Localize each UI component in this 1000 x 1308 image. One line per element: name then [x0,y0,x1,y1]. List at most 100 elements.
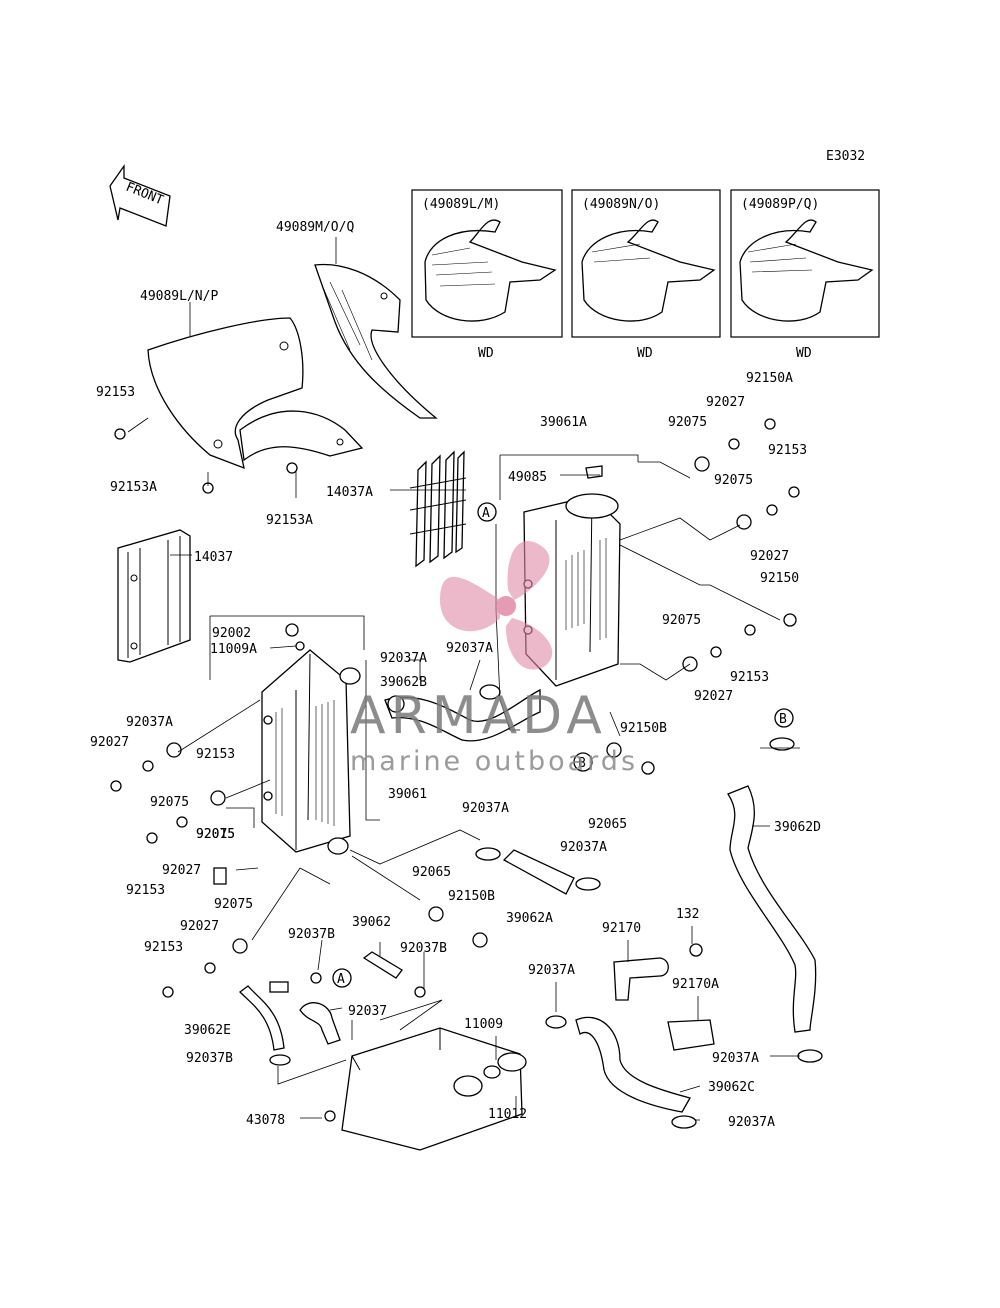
hose-39062A [502,849,575,895]
front-arrow-icon: FRONT [109,163,171,227]
part-label: 92037A [528,963,575,978]
watermark-brand: ARMADA [350,686,607,746]
part-label: 92037B [186,1051,233,1066]
watermark-tagline: marine outboards [350,746,638,777]
radiator-left [261,649,361,855]
part-label: 92037A [446,641,493,656]
louver-14037A [409,450,467,568]
callout-b-1: B [774,708,794,728]
svg-text:(49089N/O): (49089N/O) [582,197,660,212]
part-label: 43078 [246,1113,285,1128]
part-label: 92150 [760,571,799,586]
part-label: 92037 [348,1004,387,1019]
part-label: 39061A [540,415,587,430]
part-label: 92027 [90,735,129,750]
hose-39062C [575,1016,691,1113]
part-label: 92037A [560,840,607,855]
part-label: 92037A [380,651,427,666]
part-label: 92153 [730,670,769,685]
shroud-right [314,263,438,419]
part-label: 92153 [768,443,807,458]
part-label: 49089L/N/P [140,289,218,304]
svg-text:A: A [337,972,345,987]
svg-text:WD: WD [796,346,812,361]
part-label: 92153 [126,883,165,898]
svg-text:B: B [779,712,787,727]
part-label: 92153 [144,940,183,955]
part-label: 49089M/O/Q [276,220,354,235]
variant-box-1: (49089L/M) WD [411,189,563,361]
callout-b-2: B [573,752,593,772]
part-label: 39062B [380,675,427,690]
svg-text:WD: WD [637,346,653,361]
louver-14037 [117,529,191,663]
part-label: 92075 [196,827,235,842]
part-label: 92065 [412,865,451,880]
hose-39062 [362,951,403,979]
hose-39062D [727,785,817,1033]
part-label: 39062C [708,1080,755,1095]
part-label: 39062 [352,915,391,930]
part-label: 92002 [212,626,251,641]
part-label: 14037 [194,550,233,565]
callout-a-2: A [332,968,352,988]
part-label: 92150B [448,889,495,904]
part-label: 92037A [728,1115,775,1130]
part-label: 92027 [706,395,745,410]
part-label: 49085 [508,470,547,485]
svg-text:A: A [482,506,490,521]
part-label: 39062D [774,820,821,835]
part-label: 92075 [668,415,707,430]
variant-box-3: (49089P/Q) WD [730,189,880,361]
part-label: 92037A [462,801,509,816]
part-label: 92027 [694,689,733,704]
propeller-logo-icon [440,541,553,670]
part-label: 92150A [746,371,793,386]
part-label: 14037A [326,485,373,500]
part-label: 132 [676,907,699,922]
part-label: 92027 [162,863,201,878]
part-labels: 49089M/O/Q49089L/N/P9215392153A92153A140… [90,220,821,1130]
part-label: 92015 [196,827,235,842]
part-label: 92075 [662,613,701,628]
watermark: ARMADA marine outboards [350,541,638,777]
hardware [110,418,823,1129]
tank-cap [483,1052,527,1079]
part-label: 92075 [214,897,253,912]
part-label: 92170 [602,921,641,936]
part-label: 92037B [400,941,447,956]
svg-text:WD: WD [478,346,494,361]
part-label: 11009 [464,1017,503,1032]
part-label: 92037A [712,1051,759,1066]
part-label: 92153 [96,385,135,400]
reservoir-tank [324,1027,523,1151]
part-label: 39061 [388,787,427,802]
part-label: 92027 [750,549,789,564]
hose-39062E [239,981,289,1051]
hose-39062B [384,688,541,742]
radiator-right [523,493,621,687]
part-label: 92153A [266,513,313,528]
svg-text:B: B [578,756,586,771]
part-label: 92075 [714,473,753,488]
part-label: 39062A [506,911,553,926]
part-label: 92037B [288,927,335,942]
part-label: 92027 [180,919,219,934]
part-label: 92037A [126,715,173,730]
svg-text:(49089P/Q): (49089P/Q) [741,197,819,212]
part-label: 92150B [620,721,667,736]
bracket-92170 [613,957,715,1051]
variant-box-2: (49089N/O) WD [571,189,721,361]
clamp-92037 [299,1002,341,1045]
svg-text:(49089L/M): (49089L/M) [422,197,500,212]
part-label: 92075 [150,795,189,810]
part-label: 92153 [196,747,235,762]
leader-lines [127,237,800,1121]
callout-a-1: A [477,502,497,522]
part-label: 11009A [210,642,257,657]
part-label: 11012 [488,1107,527,1122]
part-label: 39062E [184,1023,231,1038]
shroud-left [147,317,364,470]
part-label: 92153A [110,480,157,495]
part-label: 92170A [672,977,719,992]
